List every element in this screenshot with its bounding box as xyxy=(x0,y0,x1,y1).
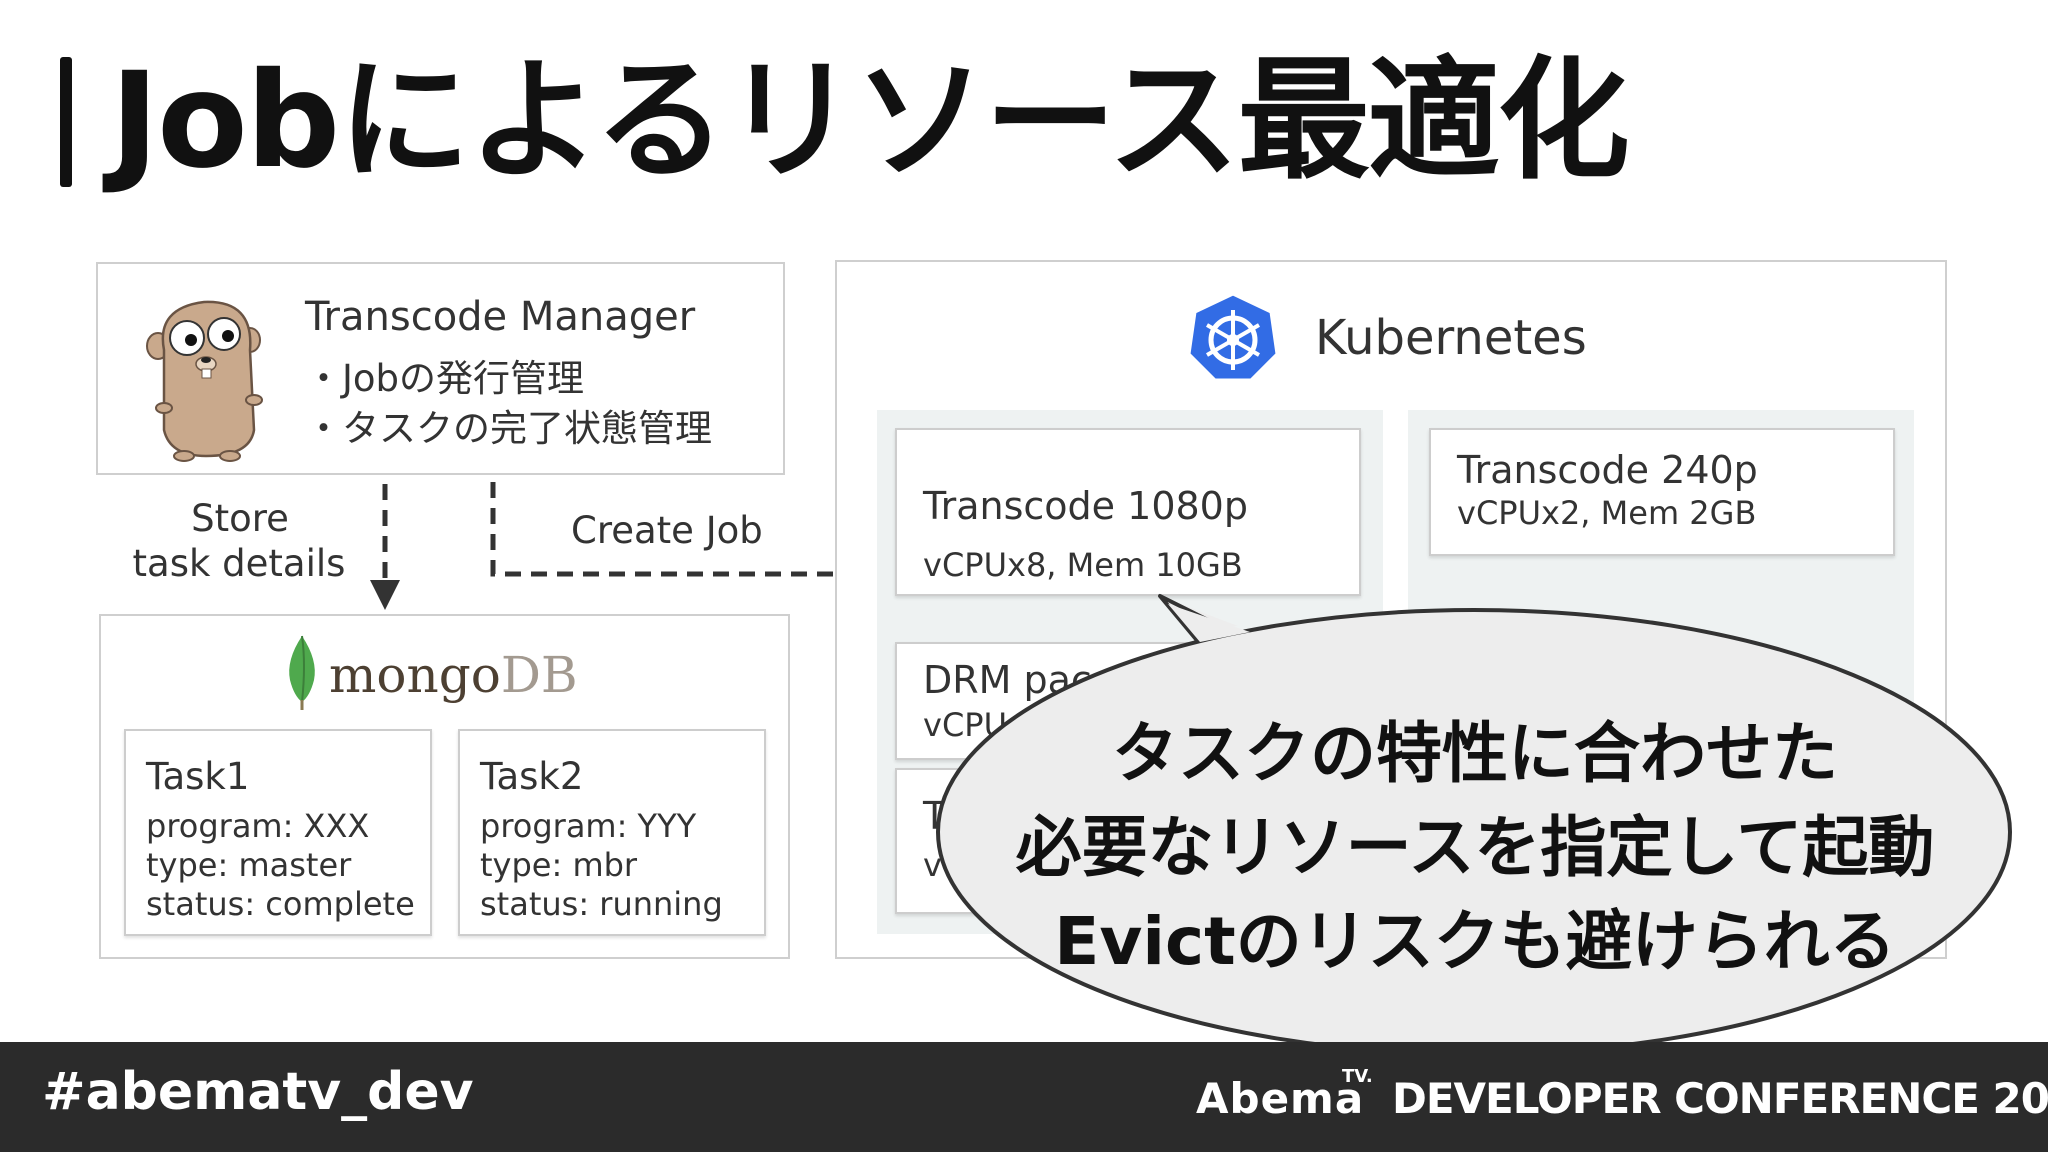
node-card: Transcode 1080p vCPUx8, Mem 10GB xyxy=(895,428,1361,596)
kubernetes-icon xyxy=(1187,292,1279,382)
slide-title: Jobによるリソース最適化 xyxy=(110,44,1630,198)
task-title: Task2 xyxy=(480,755,584,798)
mongodb-box: mongoDB Task1 program: XXX type: master … xyxy=(99,614,790,959)
mongodb-logo-text: mongoDB xyxy=(329,646,578,704)
gopher-icon xyxy=(146,300,263,462)
manager-item: ・タスクの完了状態管理 xyxy=(305,407,712,450)
task-title: Task1 xyxy=(146,755,250,798)
create-job-label: Create Job xyxy=(571,509,763,552)
transcode-manager-box: Transcode Manager ・Jobの発行管理 ・タスクの完了状態管理 xyxy=(96,262,785,475)
node-spec: v xyxy=(923,846,942,884)
task-line: status: complete xyxy=(146,885,415,923)
mongodb-logo-db: DB xyxy=(500,646,578,704)
footer-brand-logo: Abema xyxy=(1196,1074,1365,1123)
callout-line: 必要なリソースを指定して起動 xyxy=(1015,809,1935,886)
footer-hashtag: #abematv_dev xyxy=(42,1062,474,1122)
node-title: Transcode 240p xyxy=(1457,448,1758,492)
title-accent-bar xyxy=(60,57,72,187)
footer-bar xyxy=(0,1042,2048,1152)
store-label: task details xyxy=(132,542,346,585)
task-line: program: YYY xyxy=(480,807,697,845)
footer-conference-name: DEVELOPER CONFERENCE 2018 xyxy=(1392,1074,2048,1123)
kubernetes-title: Kubernetes xyxy=(1315,310,1587,366)
mongodb-leaf-icon xyxy=(289,635,315,710)
mongodb-logo-mongo: mongo xyxy=(329,646,501,704)
task-card: Task2 program: YYY type: mbr status: run… xyxy=(458,729,766,936)
task-line: program: XXX xyxy=(146,807,370,845)
store-arrowhead xyxy=(370,580,400,610)
node-spec: vCPUx8, Mem 10GB xyxy=(923,546,1243,584)
manager-item: ・Jobの発行管理 xyxy=(305,357,585,400)
task-card: Task1 program: XXX type: master status: … xyxy=(124,729,432,936)
task-line: status: running xyxy=(480,885,723,923)
manager-title: Transcode Manager xyxy=(305,294,696,340)
store-label: Store xyxy=(191,497,289,540)
task-line: type: master xyxy=(146,846,352,884)
create-job-arrow-line xyxy=(490,482,850,577)
node-spec: vCPUx2, Mem 2GB xyxy=(1457,494,1757,532)
node-title: Transcode 1080p xyxy=(923,484,1248,528)
footer-brand-tv: TV. xyxy=(1342,1066,1373,1087)
callout-line: タスクの特性に合わせた xyxy=(1112,715,1838,792)
callout-line: Evictのリスクも避けられる xyxy=(1054,903,1896,980)
node-card: Transcode 240p vCPUx2, Mem 2GB xyxy=(1429,428,1895,556)
task-line: type: mbr xyxy=(480,846,638,884)
